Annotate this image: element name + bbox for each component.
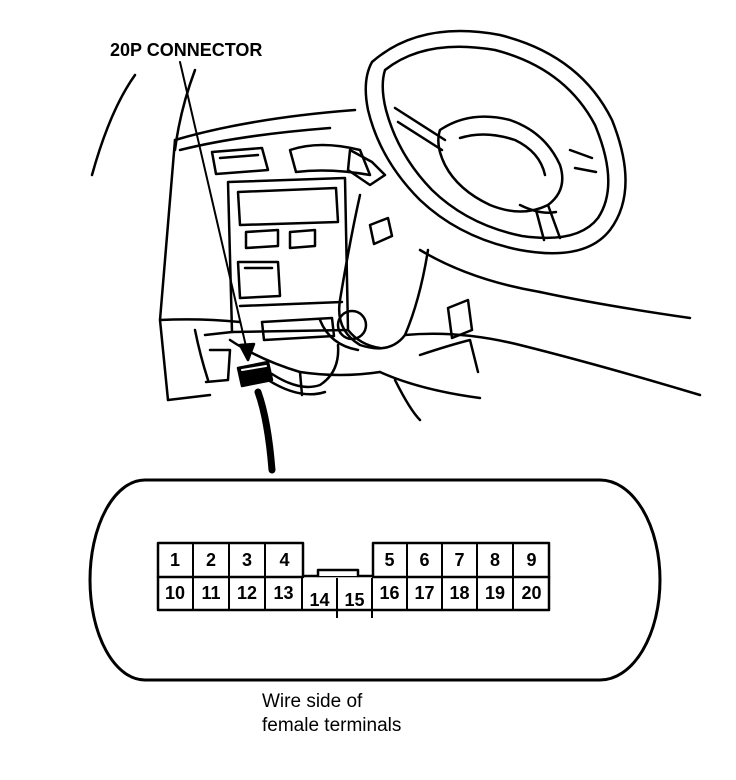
a-pillar <box>90 68 197 177</box>
caption-line-2: female terminals <box>262 715 402 736</box>
callout-leader <box>179 61 256 362</box>
terminal-13: 13 <box>266 577 303 610</box>
terminal-7: 7 <box>443 543 478 577</box>
terminal-18: 18 <box>443 577 478 610</box>
connector-housing <box>156 541 551 612</box>
terminal-1: 1 <box>158 543 194 577</box>
terminal-15: 15 <box>338 578 373 618</box>
terminal-9: 9 <box>526 549 537 570</box>
terminal-17: 17 <box>408 577 443 610</box>
steering-wheel <box>318 29 702 422</box>
terminal-19: 19 <box>478 577 514 610</box>
terminal-12: 12 <box>230 577 266 610</box>
terminal-4: 4 <box>279 549 290 570</box>
diagram-caption: Wire side of female terminals <box>262 690 401 738</box>
terminal-11: 11 <box>194 577 230 610</box>
terminal-20: 20 <box>521 583 542 603</box>
connector-in-vehicle <box>236 343 340 396</box>
connector-detail-outline <box>88 478 662 682</box>
terminal-3: 3 <box>230 543 266 577</box>
terminal-5: 5 <box>373 543 408 577</box>
terminal-10: 10 <box>158 577 194 610</box>
terminal-14: 14 <box>303 578 338 618</box>
caption-line-1: Wire side of <box>262 691 363 712</box>
terminal-6: 6 <box>408 543 443 577</box>
dashboard <box>158 108 482 402</box>
terminal-2: 2 <box>194 543 230 577</box>
terminal-8: 8 <box>478 543 514 577</box>
connector-callout-label: 20P CONNECTOR <box>110 40 263 60</box>
zoom-pointer <box>254 388 276 474</box>
terminal-16: 16 <box>373 577 408 610</box>
